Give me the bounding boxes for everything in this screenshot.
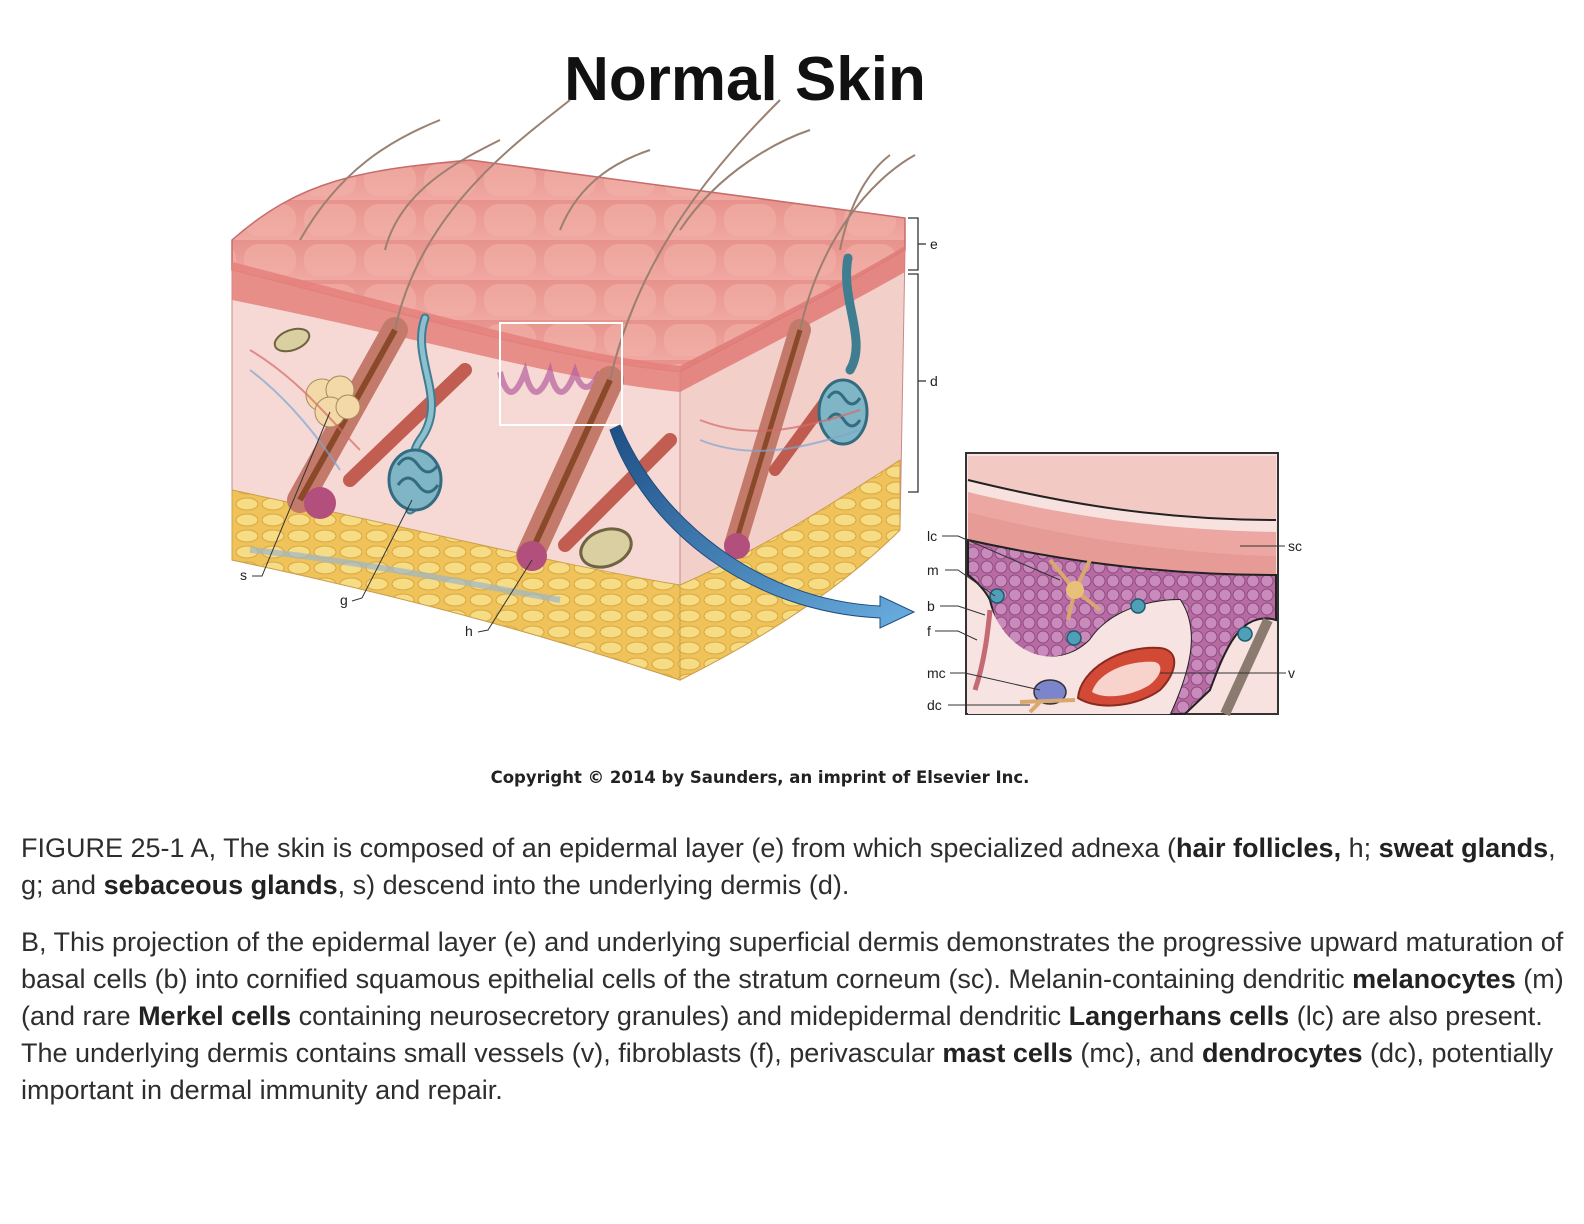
caption-term: mast cells [942, 1038, 1073, 1068]
caption-text: containing neurosecretory granules) and … [291, 1001, 1069, 1031]
label-d: d [930, 373, 938, 389]
caption-term: hair follicles, [1176, 833, 1342, 863]
skin-illustration: e d s g h [231, 99, 1302, 717]
blood-vessels [249, 349, 861, 603]
caption-term: melanocytes [1352, 964, 1516, 994]
caption-term: Langerhans cells [1068, 1001, 1290, 1031]
caption-term: Merkel cells [138, 1001, 292, 1031]
caption-text: (mc), and [1072, 1038, 1202, 1068]
label-h: h [465, 623, 473, 639]
mast-cell [1033, 679, 1067, 705]
caption-part-b: B, This projection of the epidermal laye… [21, 924, 1566, 1109]
label-dc: dc [927, 697, 942, 713]
label-e: e [930, 236, 938, 252]
inset-marker-box [499, 322, 623, 426]
label-v: v [1288, 665, 1295, 681]
hair-follicle [516, 366, 624, 571]
caption-text: , s) descend into the underlying dermis … [337, 870, 850, 900]
layer-brackets [908, 217, 926, 493]
sweat-gland-coil [817, 378, 869, 446]
caption-text: h; [1341, 833, 1379, 863]
copyright-notice: Copyright © 2014 by Saunders, an imprint… [490, 768, 1030, 787]
caption-part-a: FIGURE 25-1 A, The skin is composed of a… [21, 830, 1566, 904]
hair-follicle [724, 319, 811, 559]
caption-text: B, This projection of the epidermal laye… [21, 927, 1564, 994]
pacinian-corpuscle [579, 527, 633, 569]
label-m: m [927, 562, 939, 578]
stratum-corneum [967, 479, 1277, 521]
label-mc: mc [927, 665, 946, 681]
caption-term: dendrocytes [1201, 1038, 1363, 1068]
label-g: g [340, 592, 348, 608]
caption-text: (lc) are also present. The underlying de… [21, 1001, 1543, 1068]
arrector-pili-muscle [558, 433, 677, 552]
label-f: f [927, 623, 931, 639]
skin-block-diagram [231, 99, 916, 681]
sebaceous-gland [305, 375, 361, 428]
label-s: s [240, 567, 247, 583]
hair-shafts [299, 99, 916, 381]
figure-title: Normal Skin [564, 45, 926, 114]
label-b: b [927, 598, 935, 614]
caption-term: sebaceous glands [103, 870, 338, 900]
caption-text: FIGURE 25-1 A, The skin is composed of a… [21, 833, 1177, 863]
dendrocyte [1019, 698, 1076, 714]
caption-text: (dc), potentially important in dermal im… [21, 1038, 1554, 1105]
epidermis-band [232, 262, 680, 392]
fibroblast [972, 609, 993, 691]
melanocytes [989, 588, 1253, 646]
label-lc: lc [927, 528, 937, 544]
caption-text: (m) (and rare [21, 964, 1564, 1031]
label-sc: sc [1288, 538, 1302, 554]
small-vessel [1076, 646, 1176, 707]
arrector-pili-muscle [343, 363, 472, 487]
inset-panel [965, 452, 1279, 717]
caption-text: , g; and [21, 833, 1556, 900]
caption-term: sweat glands [1378, 833, 1549, 863]
projection-arrow [609, 424, 916, 629]
sweat-gland-coil [387, 448, 443, 512]
